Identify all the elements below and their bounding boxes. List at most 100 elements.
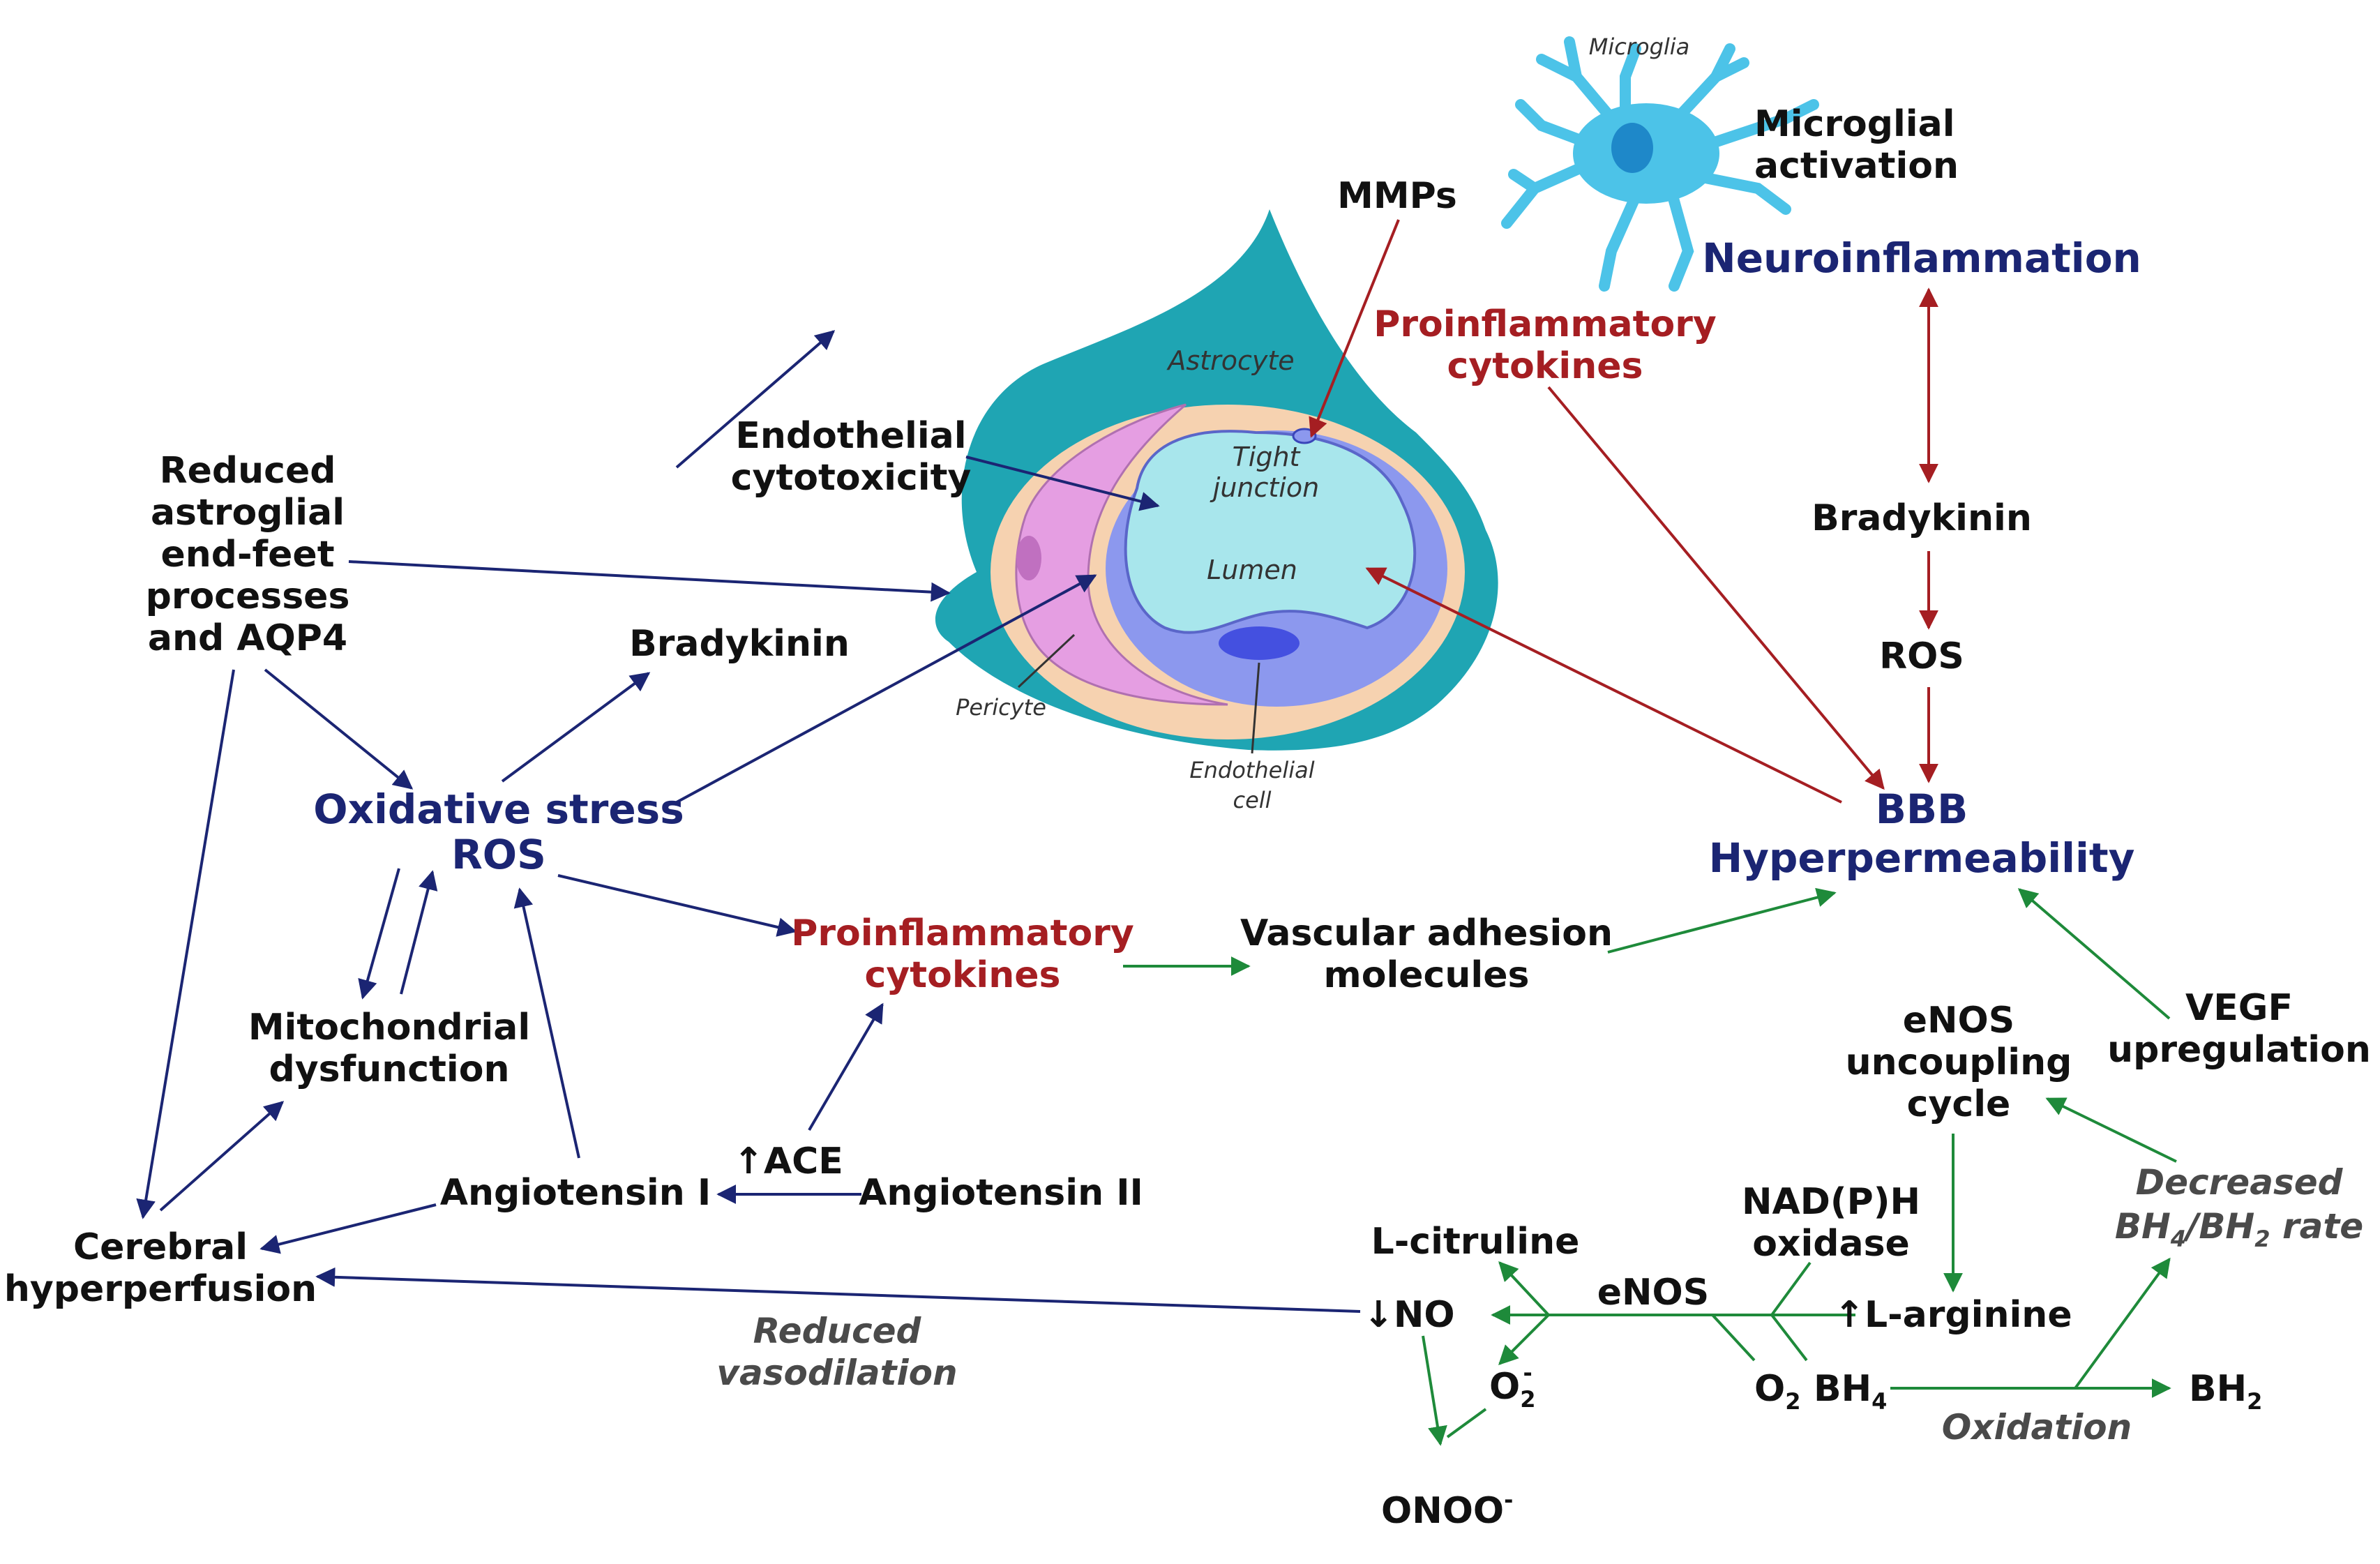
arrow-no-to-onoo — [1422, 1335, 1447, 1446]
bh2-base: BH — [2189, 1368, 2247, 1410]
bh4-base: BH — [1814, 1368, 1871, 1410]
enos-cycle-label-2: uncoupling — [1846, 1042, 2072, 1083]
endothelial-leader — [1251, 662, 1260, 754]
ros-right-label: ROS — [1879, 636, 1964, 677]
arrow-no-to-cerebral — [315, 1267, 1361, 1313]
arrow-astroglial-to-vessel — [348, 560, 951, 602]
vegf-label-1: VEGF — [2185, 987, 2293, 1029]
ace-label: ↑ACE — [733, 1141, 843, 1182]
arrow-oxidative-to-bradykinin — [501, 672, 651, 783]
vascular-adhesion-label-2: molecules — [1324, 954, 1530, 996]
onoo-label: ONOO- — [1381, 1487, 1513, 1532]
microglial-activation-label-2: activation — [1754, 145, 1959, 187]
arrow-astroglial-to-oxidative — [264, 668, 414, 790]
proinflammatory-cytokines-top-label-2: cytokines — [1447, 345, 1643, 387]
tight-junction-label-2: junction — [1210, 472, 1319, 503]
microglial-activation-label-1: Microglial — [1754, 103, 1955, 145]
decreased-bh-b: /BH — [2183, 1206, 2254, 1247]
arrow-endothelial-to-tight-junction — [965, 456, 1160, 511]
decreased-bh-a: BH — [2115, 1206, 2171, 1247]
bbb-label-2: Hyperpermeability — [1709, 834, 2135, 882]
l-citruline-label: L-citruline — [1371, 1221, 1580, 1263]
decreased-label-1: Decreased — [2136, 1162, 2344, 1203]
vegf-label-2: upregulation — [2107, 1029, 2371, 1071]
oxidative-stress-label-2: ROS — [451, 831, 546, 878]
microglia-label: Microglia — [1589, 33, 1690, 60]
enos-label: eNOS — [1597, 1272, 1709, 1314]
mitochondrial-label-1: Mitochondrial — [248, 1007, 530, 1048]
angiotensin-i-label: Angiotensin I — [440, 1172, 711, 1214]
arrow-decreased-to-cycle — [2045, 1097, 2177, 1163]
decreased-sub-1: 4 — [2170, 1226, 2186, 1252]
pericyte — [1015, 403, 1228, 706]
cerebral-label-2: hyperperfusion — [4, 1268, 317, 1310]
proinflammatory-cytokines-mid-label-2: cytokines — [865, 954, 1061, 996]
nadph-label-1: NAD(P)H — [1742, 1181, 1920, 1223]
arrow-oxidation-to-decreased — [2074, 1257, 2171, 1390]
line-nadph-join — [1770, 1261, 1812, 1316]
proinflammatory-cytokines-top-label-1: Proinflammatory — [1373, 303, 1717, 345]
arrow-bbb-to-lumen — [1365, 567, 1842, 804]
o2-minus-base: O — [1489, 1366, 1520, 1408]
reduced-astroglial-label-3: end-feet — [160, 534, 334, 576]
arrow-angiotensin1-to-oxidative — [513, 887, 580, 1159]
oxidation-label: Oxidation — [1942, 1407, 2132, 1448]
astrocyte-label: Astrocyte — [1166, 345, 1294, 376]
reduced-vasodilation-label-1: Reduced — [753, 1311, 922, 1351]
vascular-adhesion-label-1: Vascular adhesion — [1240, 912, 1613, 954]
decreased-label-2: BH4/BH2 rate — [2115, 1206, 2363, 1252]
pericyte-label: Pericyte — [956, 694, 1046, 721]
microglia-cell-illustration — [1501, 36, 1819, 292]
proinflammatory-cytokines-mid-label-1: Proinflammatory — [791, 912, 1134, 954]
onoo-base: ONOO — [1381, 1490, 1504, 1532]
red-arrows — [1309, 219, 1938, 804]
green-arrows — [1123, 887, 2177, 1446]
arrow-oxidative-to-vessel — [676, 574, 1097, 804]
reduced-astroglial-label-4: processes — [146, 576, 350, 617]
vessel-illustration — [935, 209, 1498, 751]
o2-label: O2 — [1754, 1368, 1800, 1415]
o2-minus-label: O2- — [1489, 1360, 1535, 1413]
o2-minus-sup: - — [1523, 1360, 1532, 1386]
endothelial-label-2: cell — [1233, 787, 1271, 813]
line-o2-minus-to-onoo — [1446, 1408, 1487, 1438]
enos-cycle-label-1: eNOS — [1903, 1000, 2014, 1042]
arrow-angiotensin1-to-cerebral — [259, 1203, 437, 1254]
mmps-label: MMPs — [1337, 175, 1457, 217]
tight-junction-label-1: Tight — [1233, 442, 1302, 472]
endothelial-cytotoxicity-label-2: cytotoxicity — [731, 457, 972, 499]
o2-minus-sub: 2 — [1520, 1386, 1535, 1413]
lumen-label: Lumen — [1207, 555, 1297, 585]
endothelial-label-1: Endothelial — [1189, 757, 1314, 783]
no-label: ↓NO — [1363, 1294, 1454, 1336]
line-bh4-join — [1770, 1314, 1808, 1362]
enos-cycle-label-3: cycle — [1907, 1083, 2011, 1125]
navy-arrows — [136, 330, 1361, 1313]
angiotensin-ii-label: Angiotensin II — [859, 1172, 1143, 1214]
mitochondrial-label-2: dysfunction — [269, 1048, 510, 1090]
reduced-vasodilation-label-2: vasodilation — [716, 1353, 957, 1393]
pericyte-nucleus — [1016, 536, 1041, 580]
arrow-bradykinin-to-endothelial — [675, 330, 836, 469]
cerebral-label-1: Cerebral — [73, 1226, 248, 1268]
o2-base: O — [1754, 1368, 1785, 1410]
arrow-to-citruline — [1498, 1261, 1550, 1316]
arrow-ace-to-cytokines — [808, 1002, 884, 1131]
bradykinin-left-label: Bradykinin — [629, 623, 850, 665]
endothelial-nucleus — [1219, 626, 1300, 660]
arrow-astroglial-to-cerebral — [136, 669, 235, 1219]
endothelial-cytotoxicity-label-1: Endothelial — [735, 415, 966, 457]
line-o2-join — [1711, 1314, 1756, 1362]
reduced-astroglial-label-1: Reduced — [160, 450, 336, 492]
nadph-label-2: oxidase — [1752, 1223, 1910, 1265]
arrow-cerebral-to-mito — [159, 1101, 285, 1212]
o2-sub: 2 — [1785, 1388, 1800, 1415]
reduced-astroglial-label-5: and AQP4 — [148, 617, 347, 659]
arrow-vegf-to-bbb — [2017, 888, 2171, 1020]
onoo-sup: - — [1504, 1487, 1513, 1513]
bbb-label-1: BBB — [1876, 785, 1968, 833]
neuroinflammation-label: Neuroinflammation — [1702, 234, 2141, 282]
arrow-to-o2-minus — [1498, 1314, 1550, 1365]
arrow-mito-to-oxidative — [400, 870, 438, 995]
